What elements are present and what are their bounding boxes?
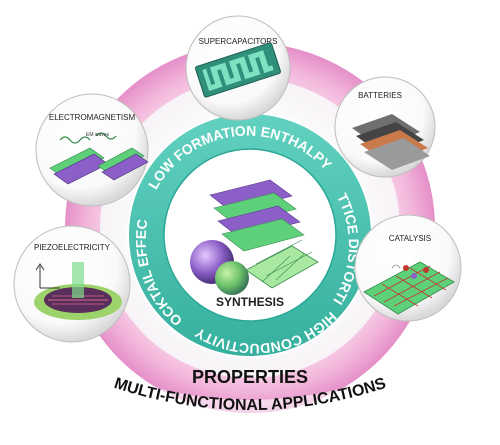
synthesis-illustration: SYNTHESIS [190,179,319,309]
flat-lattice-icon [245,239,319,289]
batteries-label: BATTERIES [358,91,402,100]
electromagnetism-label: ELECTROMAGNETISM [49,113,136,122]
layered-sheets-icon [209,179,305,252]
center-synthesis-label: SYNTHESIS [216,295,284,309]
catalysis-label: CATALYSIS [389,234,431,243]
application-catalysis: CATALYSIS [354,214,462,322]
interdigitated-electrode-icon [195,42,281,98]
nanoparticle-sphere-2 [215,261,249,295]
application-batteries: BATTERIES [334,76,436,178]
bottom-band [80,360,420,419]
em-waves-inset-label: EM waves [86,132,110,138]
application-piezoelectricity: PIEZOELECTRICITY [13,225,131,343]
properties-label: PROPERTIES [192,367,308,387]
piezoelectricity-label: PIEZOELECTRICITY [34,243,111,252]
piezo-disc-icon [34,262,122,320]
layered-electrode-icon [352,114,430,170]
em-wave-absorption-icon: EM waves [49,132,149,185]
application-electromagnetism: ELECTROMAGNETISM EM waves [35,93,149,207]
catalyst-lattice-icon [363,261,455,315]
application-supercapacitors: SUPERCAPACITORS [185,15,291,121]
supercapacitors-label: SUPERCAPACITORS [199,37,278,46]
